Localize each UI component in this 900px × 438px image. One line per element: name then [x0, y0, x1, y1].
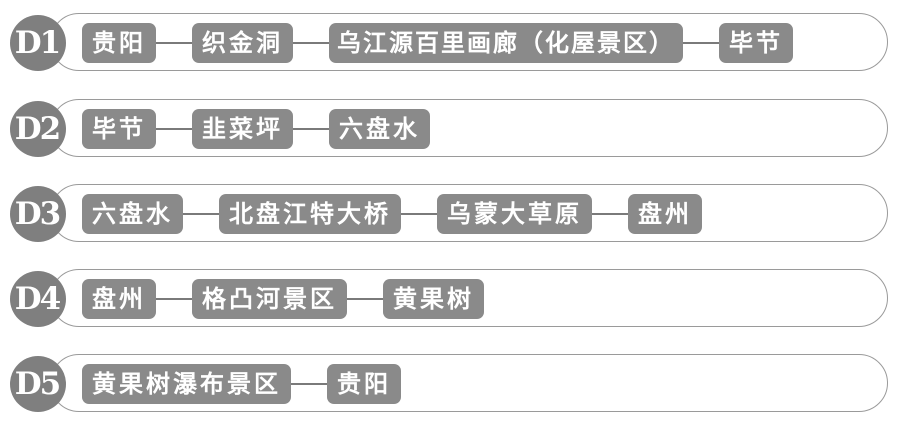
- day-badge: D2: [10, 101, 66, 157]
- stop-list: 盘州 格凸河景区 黄果树: [82, 279, 484, 319]
- stop-chip: 格凸河景区: [192, 279, 347, 319]
- stop-chip: 黄果树: [383, 279, 484, 319]
- stop-chip: 六盘水: [82, 194, 183, 234]
- stop-chip: 贵阳: [82, 23, 156, 63]
- day-row-d2: D2 毕节 韭菜坪 六盘水: [10, 99, 888, 159]
- stop-chip: 韭菜坪: [192, 109, 293, 149]
- stop-chip: 乌蒙大草原: [437, 194, 592, 234]
- stop-chip: 盘州: [628, 194, 702, 234]
- stop-connector: [293, 42, 329, 44]
- stop-connector: [592, 213, 628, 215]
- stop-list: 黄果树瀑布景区 贵阳: [82, 364, 401, 404]
- day-badge: D5: [10, 356, 66, 412]
- stop-chip: 六盘水: [329, 109, 430, 149]
- stop-connector: [293, 128, 329, 130]
- stop-chip: 乌江源百里画廊（化屋景区）: [329, 23, 683, 63]
- day-track: [50, 99, 888, 157]
- stop-connector: [347, 298, 383, 300]
- day-row-d5: D5 黄果树瀑布景区 贵阳: [10, 354, 888, 414]
- stop-chip: 盘州: [82, 279, 156, 319]
- stop-connector: [156, 298, 192, 300]
- stop-chip: 织金洞: [192, 23, 293, 63]
- day-row-d1: D1 贵阳 织金洞 乌江源百里画廊（化屋景区） 毕节: [10, 13, 888, 73]
- stop-connector: [156, 42, 192, 44]
- stop-chip: 黄果树瀑布景区: [82, 364, 291, 404]
- day-badge: D1: [10, 15, 66, 71]
- stop-chip: 毕节: [719, 23, 793, 63]
- stop-chip: 贵阳: [327, 364, 401, 404]
- day-row-d3: D3 六盘水 北盘江特大桥 乌蒙大草原 盘州: [10, 184, 888, 244]
- stop-connector: [683, 42, 719, 44]
- stop-chip: 毕节: [82, 109, 156, 149]
- stop-connector: [291, 383, 327, 385]
- stop-chip: 北盘江特大桥: [219, 194, 401, 234]
- stop-connector: [401, 213, 437, 215]
- day-row-d4: D4 盘州 格凸河景区 黄果树: [10, 269, 888, 329]
- stop-list: 毕节 韭菜坪 六盘水: [82, 109, 430, 149]
- stop-list: 贵阳 织金洞 乌江源百里画廊（化屋景区） 毕节: [82, 23, 793, 63]
- stop-connector: [156, 128, 192, 130]
- stop-connector: [183, 213, 219, 215]
- stop-list: 六盘水 北盘江特大桥 乌蒙大草原 盘州: [82, 194, 702, 234]
- day-badge: D4: [10, 271, 66, 327]
- day-badge: D3: [10, 186, 66, 242]
